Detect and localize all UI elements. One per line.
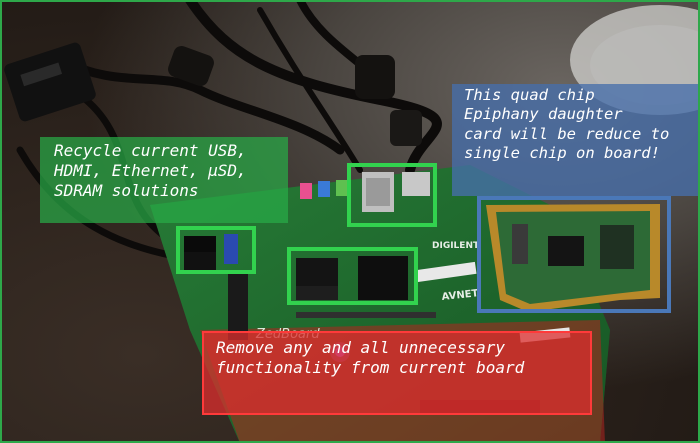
board-vendor-text: DIGILENT — [432, 241, 480, 251]
callout-daughter-card: This quad chip Epiphany daughter card wi… — [452, 84, 698, 196]
board-distributor-text: AVNET — [441, 288, 479, 303]
highlight-usb-ports — [176, 226, 256, 274]
callout-recycle-solutions: Recycle current USB, HDMI, Ethernet, µSD… — [40, 137, 288, 223]
highlight-memory-chips — [287, 247, 418, 305]
callout-remove-functionality: Remove any and all unnecessary functiona… — [202, 331, 592, 415]
highlight-daughter-card — [477, 196, 671, 313]
highlight-ethernet-hdmi — [347, 163, 437, 227]
